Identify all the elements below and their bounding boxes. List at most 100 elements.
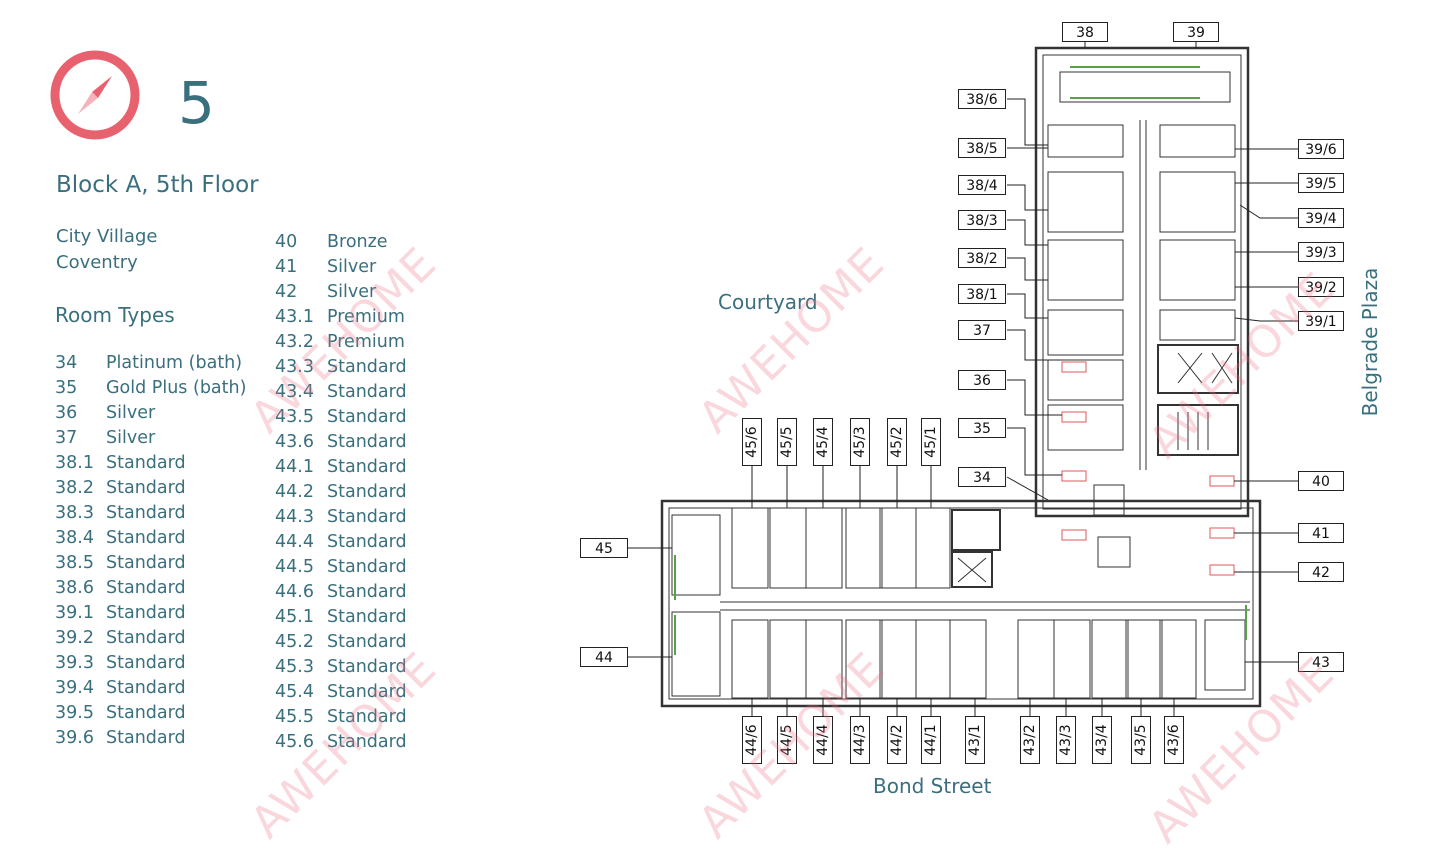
room-tag-label: 43/4 xyxy=(1094,724,1110,756)
room-tag: 44/5 xyxy=(777,716,797,764)
room-tag: 43/4 xyxy=(1092,716,1112,764)
room-tag-label: 44/2 xyxy=(889,724,905,756)
room-number: 45.5 xyxy=(275,707,314,727)
room-type: Premium xyxy=(327,307,405,327)
room-number: 38.5 xyxy=(55,553,94,573)
room-tag: 35 xyxy=(958,418,1006,438)
room-type: Standard xyxy=(327,457,407,477)
room-number: 39.4 xyxy=(55,678,94,698)
room-type: Standard xyxy=(106,703,186,723)
room-number: 42 xyxy=(275,282,298,302)
room-tag: 38/5 xyxy=(958,138,1006,158)
room-type: Standard xyxy=(106,728,186,748)
room-tag: 43/1 xyxy=(965,716,985,764)
room-tag: 39/1 xyxy=(1298,311,1344,331)
room-tag-label: 43/6 xyxy=(1166,724,1182,756)
room-tag: 44/4 xyxy=(813,716,833,764)
room-tag: 38/4 xyxy=(958,175,1006,195)
room-tag: 39/2 xyxy=(1298,277,1344,297)
room-number: 43.5 xyxy=(275,407,314,427)
room-number: 45.1 xyxy=(275,607,314,627)
room-number: 45.2 xyxy=(275,632,314,652)
room-number: 44.2 xyxy=(275,482,314,502)
room-type: Gold Plus (bath) xyxy=(106,378,247,398)
room-tag: 44/3 xyxy=(850,716,870,764)
room-type: Standard xyxy=(327,657,407,677)
room-number: 43.4 xyxy=(275,382,314,402)
room-type: Standard xyxy=(106,653,186,673)
room-number: 39.1 xyxy=(55,603,94,623)
room-type: Standard xyxy=(106,478,186,498)
room-number: 43.6 xyxy=(275,432,314,452)
room-tag-label: 45/2 xyxy=(889,426,905,458)
room-number: 39.6 xyxy=(55,728,94,748)
room-type: Standard xyxy=(327,582,407,602)
room-tag-label: 43/3 xyxy=(1058,724,1074,756)
room-type: Standard xyxy=(106,453,186,473)
room-number: 45.6 xyxy=(275,732,314,752)
room-type: Standard xyxy=(327,407,407,427)
room-types-heading: Room Types xyxy=(55,303,175,327)
room-type: Standard xyxy=(327,632,407,652)
room-tag: 39/4 xyxy=(1298,208,1344,228)
floor-plan xyxy=(628,41,1298,716)
room-tag: 44 xyxy=(580,647,628,667)
room-tag-label: 45/5 xyxy=(779,426,795,458)
room-type: Standard xyxy=(106,553,186,573)
room-number: 38.3 xyxy=(55,503,94,523)
room-tag-label: 44/1 xyxy=(923,724,939,756)
room-number: 38.4 xyxy=(55,528,94,548)
room-type: Bronze xyxy=(327,232,388,252)
room-tag: 43 xyxy=(1298,652,1344,672)
room-tag-label: 43/5 xyxy=(1133,724,1149,756)
room-tag: 38/3 xyxy=(958,210,1006,230)
room-tag: 38/6 xyxy=(958,89,1006,109)
address-line1: City Village xyxy=(56,226,158,247)
room-type: Platinum (bath) xyxy=(106,353,243,373)
room-type: Standard xyxy=(327,357,407,377)
room-type: Standard xyxy=(106,603,186,623)
room-tag-label: 45/3 xyxy=(852,426,868,458)
room-tag: 34 xyxy=(958,467,1006,487)
room-tag: 43/5 xyxy=(1131,716,1151,764)
room-tag-label: 45/4 xyxy=(815,426,831,458)
room-type: Silver xyxy=(106,428,156,448)
room-tag: 43/6 xyxy=(1164,716,1184,764)
room-number: 44.5 xyxy=(275,557,314,577)
room-tag: 41 xyxy=(1298,523,1344,543)
room-type: Silver xyxy=(327,257,377,277)
room-tag: 36 xyxy=(958,370,1006,390)
room-tag-label: 44/3 xyxy=(852,724,868,756)
room-tag: 43/2 xyxy=(1020,716,1040,764)
room-type: Standard xyxy=(106,528,186,548)
room-number: 45.4 xyxy=(275,682,314,702)
room-tag: 38/2 xyxy=(958,248,1006,268)
room-number: 43.2 xyxy=(275,332,314,352)
room-type: Standard xyxy=(327,682,407,702)
room-type: Standard xyxy=(327,707,407,727)
room-tag: 44/2 xyxy=(887,716,907,764)
room-number: 45.3 xyxy=(275,657,314,677)
room-tag-label: 43/2 xyxy=(1022,724,1038,756)
room-type: Standard xyxy=(106,678,186,698)
room-number: 36 xyxy=(55,403,78,423)
room-tag: 38/1 xyxy=(958,284,1006,304)
room-number: 39.3 xyxy=(55,653,94,673)
room-type: Standard xyxy=(106,628,186,648)
room-type: Standard xyxy=(327,607,407,627)
room-type: Standard xyxy=(327,532,407,552)
room-type: Standard xyxy=(106,578,186,598)
room-tag: 44/1 xyxy=(921,716,941,764)
room-tag: 45/5 xyxy=(777,418,797,466)
room-tag: 45 xyxy=(580,538,628,558)
room-tag: 45/4 xyxy=(813,418,833,466)
room-type: Silver xyxy=(106,403,156,423)
room-number: 43.3 xyxy=(275,357,314,377)
address-line2: Coventry xyxy=(56,252,138,273)
room-tag: 39/5 xyxy=(1298,173,1344,193)
room-tag: 44/6 xyxy=(742,716,762,764)
room-tag: 39/6 xyxy=(1298,139,1344,159)
room-number: 38.6 xyxy=(55,578,94,598)
room-type: Premium xyxy=(327,332,405,352)
